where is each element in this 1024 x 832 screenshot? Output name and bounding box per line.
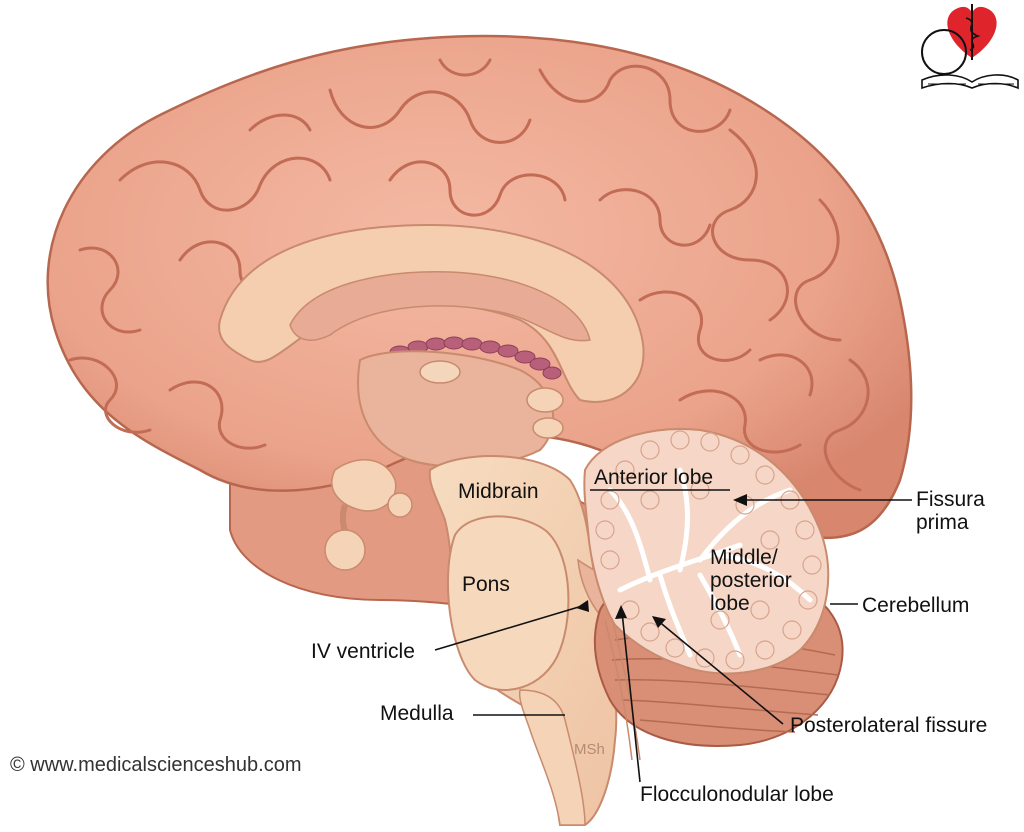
superior-colliculus	[532, 417, 564, 439]
iv-ventricle-label: IV ventricle	[311, 640, 415, 663]
pons-bulge	[446, 515, 570, 691]
leader-lines	[434, 489, 912, 783]
thalamus	[357, 350, 554, 468]
medulla-label: Medulla	[380, 702, 454, 725]
middle-posterior-lobe-label: Middle/ posterior lobe	[710, 546, 792, 615]
pituitary-gland	[324, 529, 366, 571]
interthalamic-adhesion	[419, 360, 461, 384]
anterior-lobe-label: Anterior lobe	[594, 466, 714, 489]
cerebellum-label: Cerebellum	[862, 594, 970, 617]
heart-stethoscope-book-logo	[921, 4, 1019, 90]
medulla-body	[518, 689, 586, 826]
pineal-body	[526, 387, 564, 413]
posterolateral-fissure-label: Posterolateral fissure	[790, 714, 988, 737]
artist-signature: MSh	[574, 741, 605, 758]
flocculonodular-strands	[604, 617, 641, 761]
fornix	[389, 336, 562, 380]
fissura-prima-label: Fissura prima	[916, 488, 985, 534]
midbrain-label: Midbrain	[458, 480, 539, 503]
mammillary-body	[387, 492, 413, 518]
fissura-prima-arrowhead	[733, 494, 747, 506]
pons-label: Pons	[462, 573, 510, 596]
arrowheads	[576, 494, 747, 628]
cerebellar-lobules	[595, 430, 822, 670]
corpus-callosum	[218, 223, 645, 403]
posterolateral-fissure-line	[656, 619, 784, 725]
posterolateral-arrowhead	[652, 616, 666, 628]
iv-ventricle-line	[434, 605, 583, 651]
lateral-ventricle	[289, 271, 591, 342]
iv-ventricle-arrowhead	[576, 600, 589, 612]
flocculonodular-lobe-label: Flocculonodular lobe	[640, 783, 834, 806]
copyright-credit: © www.medicalscienceshub.com	[10, 754, 302, 776]
flocculonodular-line	[621, 611, 641, 783]
flocculonodular-arrowhead	[615, 605, 627, 619]
cortical-sulci	[68, 58, 870, 492]
